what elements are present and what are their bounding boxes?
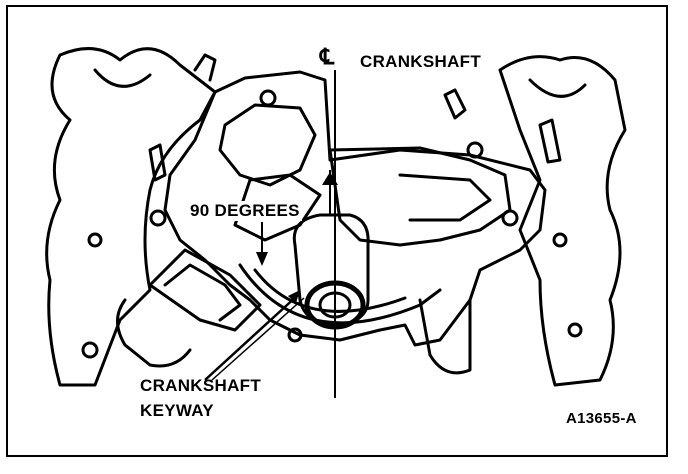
keyway-leader-1 (204, 294, 299, 381)
keyway-label-line1: CRANKSHAFT (140, 376, 262, 395)
bolt-hole (501, 209, 519, 227)
engine-block-right-outline (498, 55, 627, 387)
angle-arrow-bottom (256, 252, 268, 266)
keyway-bracket-inner (163, 263, 242, 322)
bolt-hole (87, 232, 103, 248)
bolt-hole (149, 209, 167, 227)
keyway-arrow (288, 290, 300, 303)
bolt-hole (81, 341, 99, 359)
engine-block-left-outline (45, 47, 217, 387)
crank-sprocket-arc (238, 263, 442, 325)
bolt-hole (567, 322, 583, 338)
stud-right-mid (538, 118, 562, 164)
pump-plate-rib (398, 173, 492, 222)
crankshaft-label: CRANKSHAFT (360, 52, 482, 71)
pump-plate (328, 146, 512, 247)
stud-left-top (193, 53, 217, 82)
pickup-boss (418, 298, 472, 375)
crank-sprocket-inner (253, 268, 407, 313)
bolt-hole (259, 89, 277, 107)
angle-arrow-top (322, 172, 338, 185)
keyway-label-line2: KEYWAY (140, 401, 214, 420)
pickup-tube (116, 298, 192, 368)
keyway-bracket (148, 248, 262, 332)
stud-left-mid (148, 143, 167, 182)
centerline-symbol: ℄ (320, 44, 335, 69)
stud-right-top (443, 88, 467, 120)
oil-pump-housing (163, 70, 547, 347)
bolt-hole (552, 232, 568, 248)
bolt-hole (466, 141, 484, 159)
figure-code: A13655-A (566, 410, 637, 427)
figure-frame (6, 5, 668, 457)
keyway-leader-2 (211, 297, 305, 381)
bolt-hole (287, 327, 303, 343)
pump-cavity (218, 103, 317, 187)
angle-label: 90 DEGREES (188, 201, 302, 221)
block-arch-right (528, 78, 587, 98)
block-arch (93, 68, 152, 88)
